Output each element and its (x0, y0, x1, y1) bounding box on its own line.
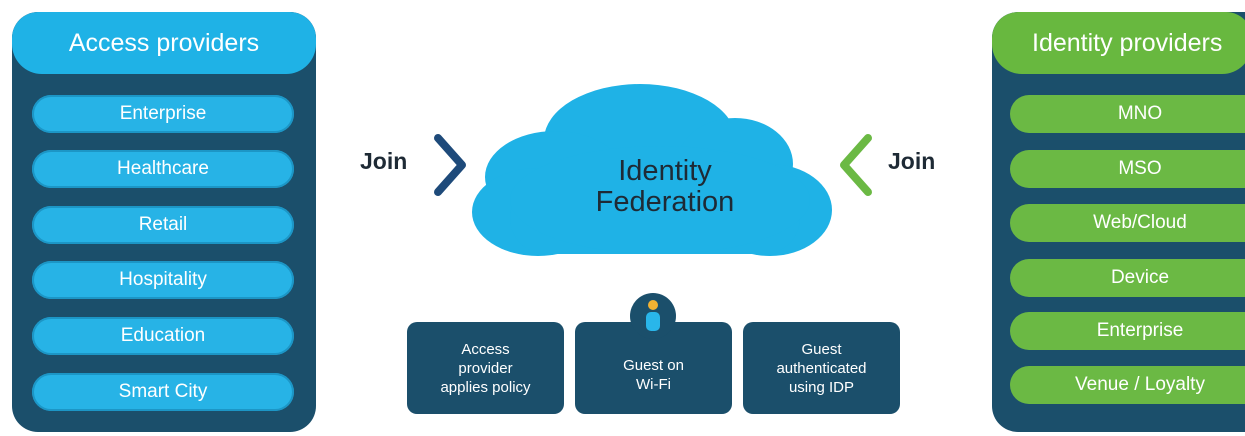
access-provider-item: Enterprise (32, 95, 294, 133)
access-provider-item: Hospitality (32, 261, 294, 299)
identity-providers-panel: Identity providers MNO MSO Web/Cloud Dev… (992, 12, 1245, 432)
identity-providers-title: Identity providers (992, 12, 1245, 74)
access-provider-item: Retail (32, 206, 294, 244)
step-text: Access provider applies policy (440, 340, 531, 396)
user-icon (630, 293, 676, 339)
access-provider-item: Education (32, 317, 294, 355)
access-providers-title: Access providers (12, 12, 316, 74)
join-label-left: Join (360, 148, 408, 174)
step-text: Guest authenticated using IDP (776, 340, 867, 396)
identity-provider-item: Device (1010, 259, 1245, 297)
identity-provider-item: Venue / Loyalty (1010, 366, 1245, 404)
identity-provider-item: Web/Cloud (1010, 204, 1245, 242)
cloud-shape (472, 84, 832, 256)
access-provider-item: Smart City (32, 373, 294, 411)
access-provider-item: Healthcare (32, 150, 294, 188)
identity-provider-item: MSO (1010, 150, 1245, 188)
join-label-right: Join (888, 148, 936, 174)
step-box-authenticated: Guest authenticated using IDP (743, 322, 900, 414)
chevron-right-icon (434, 134, 466, 196)
identity-provider-item: MNO (1010, 95, 1245, 133)
step-text: Guest on Wi-Fi (623, 357, 684, 393)
identity-federation-label: Identity Federation (595, 155, 735, 218)
access-providers-panel: Access providers Enterprise Healthcare R… (12, 12, 316, 432)
step-box-policy: Access provider applies policy (407, 322, 564, 414)
chevron-left-icon (840, 134, 872, 196)
identity-provider-item: Enterprise (1010, 312, 1245, 350)
